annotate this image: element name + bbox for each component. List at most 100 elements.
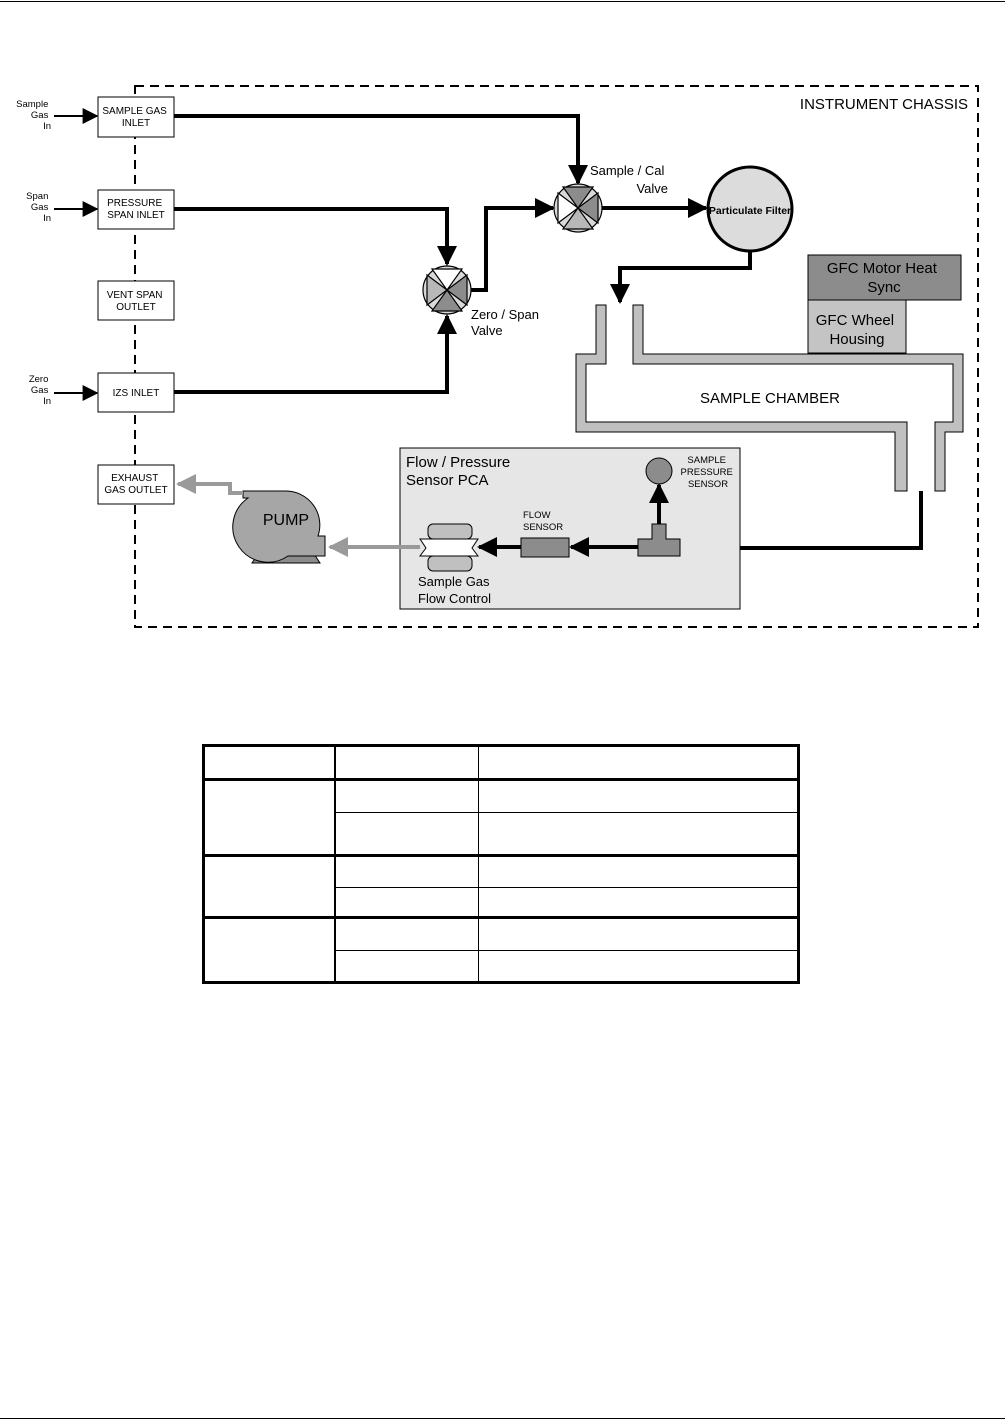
table-cell <box>334 811 479 857</box>
svg-text:Flow / Pressure Sensor PCA: Flow / Pressure Sensor PCA <box>406 454 514 489</box>
sample-inlet-line-2: INLET <box>122 118 150 129</box>
table-cell <box>478 854 799 888</box>
sample-cal-label-2: Valve <box>636 181 668 196</box>
gfc-motor-label-1: GFC Motor Heat <box>827 260 938 277</box>
particulate-filter <box>706 165 794 253</box>
vent-span-line-2: OUTLET <box>116 302 155 313</box>
izs-inlet-box <box>97 372 175 413</box>
table-header-cell <box>334 744 479 782</box>
valve-state-table <box>202 744 800 984</box>
flow-sensor-label-1: FLOW <box>523 510 550 521</box>
vent-span-outlet-box <box>97 280 175 321</box>
svg-text:SAMPLE PRESSURE SENSOR: SAMPLE PRESSURE SENSOR <box>681 455 736 490</box>
zero-span-to-sample-cal-line <box>469 198 555 292</box>
sample-in-label-1: Sample <box>16 99 48 110</box>
sample-in-label-2: Gas <box>31 110 49 121</box>
pump-to-exhaust-line <box>176 474 243 495</box>
flow-control-label-2: Flow Control <box>418 591 491 606</box>
exhaust-line-1: EXHAUST <box>111 473 158 484</box>
svg-text:SAMPLE GAS INLET: SAMPLE GAS INLET <box>102 106 169 129</box>
table-cell <box>203 916 336 983</box>
svg-text:Zero / Span Valve: Zero / Span Valve <box>471 307 543 338</box>
span-in-label-2: Gas <box>31 202 49 213</box>
sample-chamber <box>575 304 964 492</box>
svg-text:Sample / Cal Valve: Sample / Cal Valve <box>590 163 668 196</box>
pca-title-line-2: Sensor PCA <box>406 472 489 489</box>
pressure-sensor-label-1: SAMPLE <box>687 455 726 466</box>
svg-text:PRESSURE SPAN INLET: PRESSURE SPAN INLET <box>107 198 165 221</box>
gfc-wheel-housing <box>807 299 907 354</box>
table-cell <box>478 811 799 857</box>
sample-chamber-label: SAMPLE CHAMBER <box>700 390 840 407</box>
span-in-label-3: In <box>43 213 51 224</box>
table-cell <box>203 779 336 857</box>
gfc-wheel-label-1: GFC Wheel <box>816 312 894 329</box>
table-row <box>203 854 799 919</box>
sample-pressure-sensor <box>645 457 673 485</box>
pressure-span-line-2: SPAN INLET <box>107 210 165 221</box>
flow-control-label-1: Sample Gas <box>418 574 490 589</box>
izs-inlet-label: IZS INLET <box>113 388 160 399</box>
exhaust-line-2: GAS OUTLET <box>104 485 167 496</box>
chassis-label: INSTRUMENT CHASSIS <box>800 96 968 113</box>
pressure-sensor-label-3: SENSOR <box>688 479 728 490</box>
filter-to-chamber-line <box>610 252 752 304</box>
table-cell <box>334 779 479 813</box>
pressure-sensor-label-2: PRESSURE <box>681 467 733 478</box>
gfc-wheel-label-2: Housing <box>829 331 884 348</box>
pca-title-line-1: Flow / Pressure <box>406 454 510 471</box>
svg-text:GFC Motor Heat Sync: GFC Motor Heat Sync <box>827 260 941 296</box>
svg-text:Span Gas In: Span Gas In <box>26 191 51 224</box>
table-header-row <box>203 744 799 782</box>
span-line <box>174 207 457 266</box>
gfc-motor-heat-sync <box>807 254 962 301</box>
pressure-span-line-1: PRESSURE <box>107 198 162 209</box>
table-cell <box>334 886 479 919</box>
sample-gas-inlet-box <box>97 96 175 138</box>
table-cell <box>203 854 336 919</box>
svg-text:GFC Wheel Housing: GFC Wheel Housing <box>816 312 899 348</box>
svg-text:Sample Gas Flow Control: Sample Gas Flow Control <box>418 574 493 606</box>
table-cell <box>334 854 479 888</box>
flow-sensor <box>520 537 570 558</box>
gfc-motor-label-2: Sync <box>867 279 901 296</box>
table-row <box>204 949 799 984</box>
table-cell <box>478 949 799 984</box>
pneumatic-flow-diagram: INSTRUMENT CHASSIS SAMPLE GAS INLET PRES… <box>16 85 979 628</box>
chamber-exit-line <box>680 491 923 558</box>
svg-text:FLOW SENSOR: FLOW SENSOR <box>523 510 563 533</box>
zero-span-label-2: Valve <box>471 323 503 338</box>
zero-in-label-2: Gas <box>31 385 49 396</box>
table-cell <box>478 779 799 813</box>
particulate-filter-label: Particulate Filter <box>709 205 791 217</box>
table-header-cell <box>478 744 799 782</box>
pump-label: PUMP <box>263 512 309 529</box>
table-header-cell <box>203 744 336 782</box>
table-cell <box>478 916 799 951</box>
svg-text:VENT SPAN OUTLET: VENT SPAN OUTLET <box>107 290 166 313</box>
top-rule <box>0 1 1005 2</box>
svg-text:Sample Gas In: Sample Gas In <box>16 99 51 132</box>
table-cell <box>334 949 479 984</box>
sample-inlet-line-1: SAMPLE GAS <box>102 106 167 117</box>
svg-text:Zero Gas In: Zero Gas In <box>29 374 51 407</box>
exhaust-gas-outlet-box <box>97 464 175 505</box>
zero-in-label-1: Zero <box>29 374 49 385</box>
tee-fitting <box>637 523 681 557</box>
flow-sensor-label-2: SENSOR <box>523 522 563 533</box>
zero-span-valve <box>422 265 472 315</box>
table-row <box>203 916 799 983</box>
sample-in-label-3: In <box>43 121 51 132</box>
span-in-label-1: Span <box>26 191 48 202</box>
table-row <box>204 811 799 857</box>
bottom-rule <box>0 1418 1005 1419</box>
zero-line <box>174 314 457 394</box>
vent-span-line-1: VENT SPAN <box>107 290 163 301</box>
table-cell <box>478 886 799 919</box>
zero-in-label-3: In <box>43 396 51 407</box>
table-cell <box>334 916 479 951</box>
instrument-chassis <box>134 85 979 628</box>
sample-line <box>174 114 588 185</box>
sample-gas-flow-control <box>419 523 479 572</box>
svg-text:EXHAUST GAS OUTLET: EXHAUST GAS OUTLET <box>104 473 167 496</box>
